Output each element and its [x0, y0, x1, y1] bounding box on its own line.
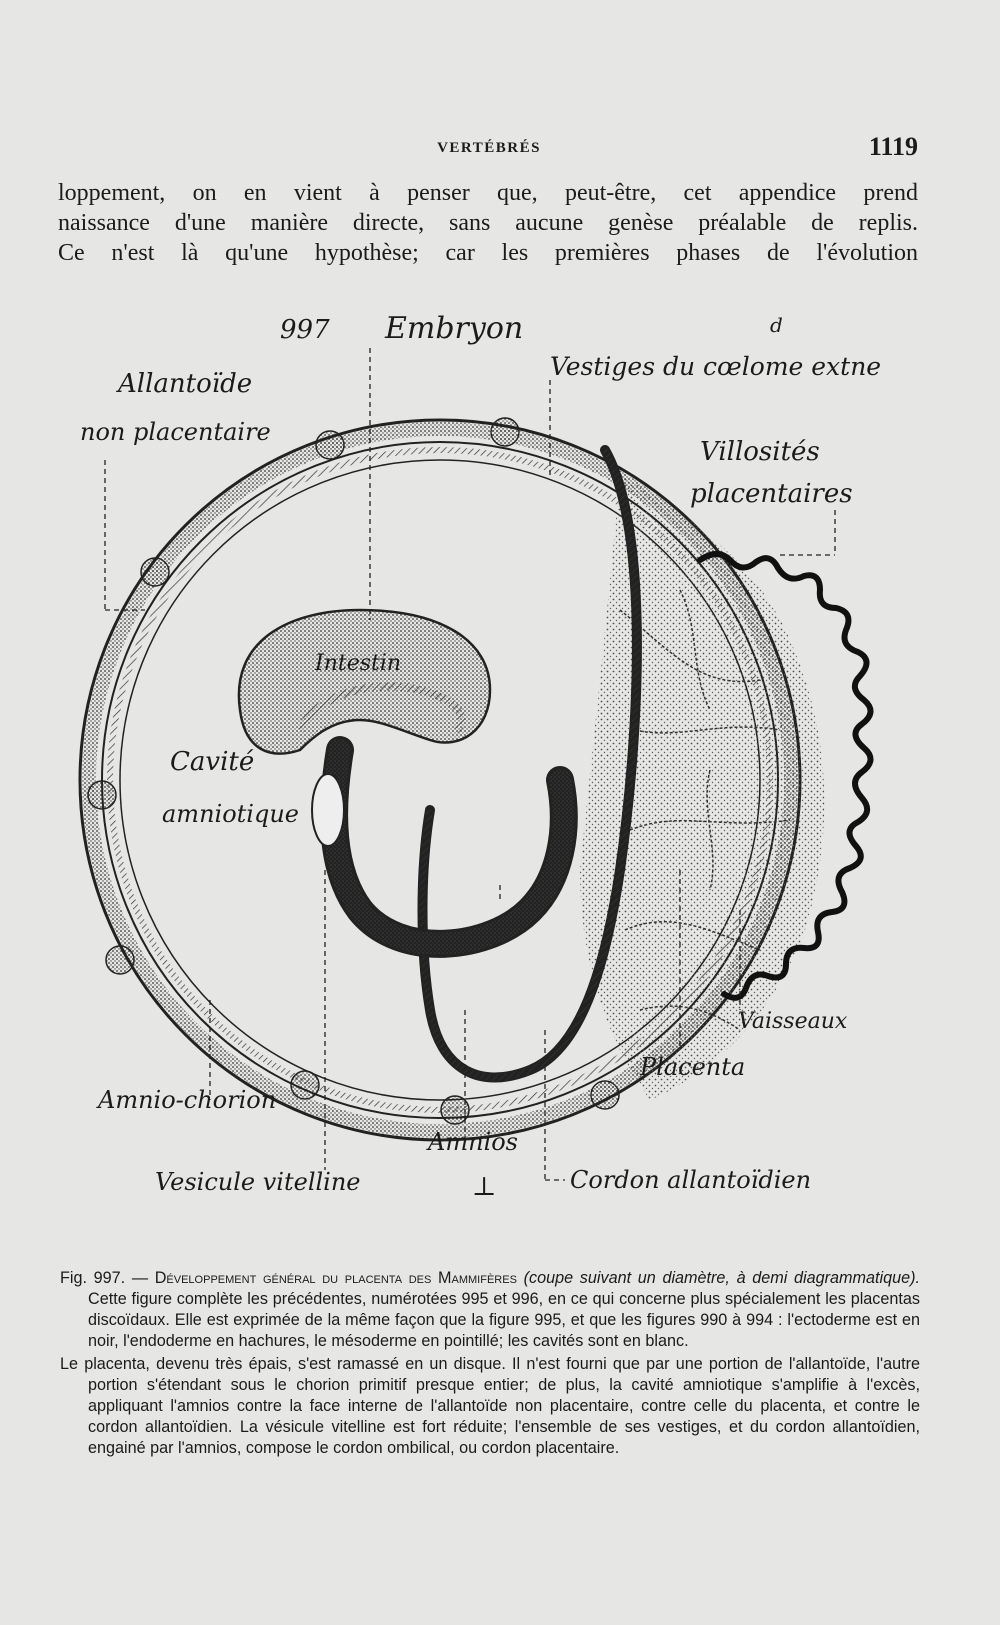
cordon-label: Cordon allantoïdien	[570, 1166, 811, 1194]
figure-caption: Fig. 997. — Développement général du pla…	[60, 1268, 920, 1459]
caption-paragraph-2: Le placenta, devenu très épais, s'est ra…	[60, 1355, 920, 1457]
caption-fig-ref: Fig. 997. —	[60, 1269, 155, 1287]
bottom-mark-label: ⊥	[472, 1172, 496, 1202]
amnio-chorion-label: Amnio-chorion	[96, 1086, 276, 1114]
chorion-knobs	[87, 417, 620, 1125]
non-placentaire-label: non placentaire	[80, 418, 271, 446]
placenta-label: Placenta	[639, 1053, 745, 1081]
fig-number-label: 997	[280, 315, 330, 345]
caption-title-italic: (coupe suivant un diamètre, à demi diagr…	[516, 1269, 921, 1287]
body-text: loppement, on en vient à penser que, peu…	[58, 178, 918, 268]
caption-description: Cette figure complète les précédentes, n…	[88, 1290, 920, 1350]
leader-lines	[104, 348, 836, 1181]
amniotique-label: amniotique	[162, 800, 299, 828]
page-number: 1119	[868, 132, 918, 161]
vesicule-vitelline-label: Vesicule vitelline	[155, 1168, 361, 1196]
placenta-diagram: 997 Embryon d Allantoïde non placentaire…	[78, 311, 881, 1202]
placentaires-label: placentaires	[690, 479, 853, 509]
caption-title: Développement général du placenta des Ma…	[154, 1269, 517, 1287]
body-line: loppement, on en vient à penser que, peu…	[58, 180, 918, 206]
embryo	[237, 608, 578, 958]
running-head: VERTÉBRÉS	[437, 140, 541, 156]
page-header: VERTÉBRÉS 1119	[60, 132, 918, 172]
placental-villosities	[697, 551, 874, 1001]
d-mark-label: d	[770, 313, 783, 337]
embryon-label: Embryon	[384, 311, 523, 346]
cavite-label: Cavité	[170, 747, 254, 777]
vestiges-label: Vestiges du cœlome extne	[550, 352, 881, 381]
amnios-label: Amnios	[426, 1128, 518, 1156]
placenta-mass	[580, 475, 825, 1100]
allantoide-label: Allantoïde	[116, 369, 252, 399]
villosites-label: Villosités	[700, 437, 820, 467]
embryo-intestine	[296, 682, 466, 734]
body-line: Ce n'est là qu'une hypothèse; car les pr…	[58, 240, 918, 266]
embryo-head	[237, 608, 492, 755]
intestin-label: Intestin	[314, 651, 401, 676]
placenta-vessels	[619, 589, 791, 1031]
body-line: naissance d'une manière directe, sans au…	[58, 210, 918, 236]
vaisseaux-label: Vaisseaux	[738, 1009, 848, 1034]
figure-997: 997 Embryon d Allantoïde non placentaire…	[60, 310, 940, 1255]
vitelline-vesicle	[311, 773, 345, 847]
caption-paragraph-1: Fig. 997. — Développement général du pla…	[60, 1268, 920, 1352]
